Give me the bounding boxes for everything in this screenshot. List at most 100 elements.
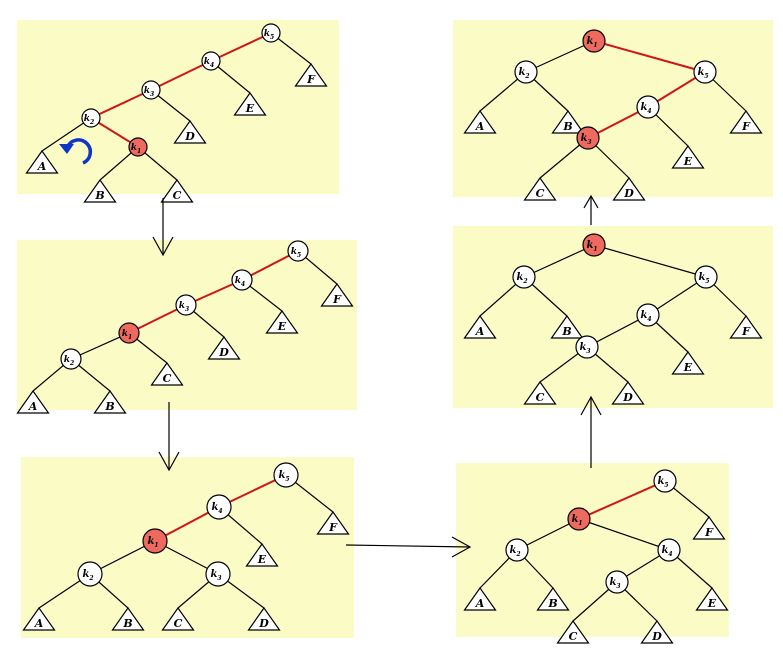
arrow-shaft	[345, 544, 471, 548]
subtree-triangle	[695, 586, 729, 611]
node-key-subscript: 3	[150, 91, 154, 98]
subtree-label: B	[547, 597, 557, 610]
highlighted-node	[118, 322, 140, 344]
subtree-triangle	[550, 314, 584, 339]
subtree-triangle	[729, 314, 763, 339]
node-k3: k3	[576, 126, 600, 150]
subtree-E: E	[695, 586, 729, 611]
tree-node	[261, 23, 281, 43]
subtree-F: F	[294, 62, 328, 87]
subtree-label: B	[562, 120, 572, 133]
subtree-B: B	[111, 606, 145, 631]
node-key-label: k5	[698, 272, 709, 285]
arrow-step1-to-step2	[152, 198, 174, 257]
subtree-label: D	[651, 630, 662, 643]
subtree-label: E	[257, 553, 267, 566]
arrow-head	[152, 236, 174, 257]
node-key-subscript: 4	[647, 108, 651, 115]
node-k4: k4	[231, 269, 253, 291]
panel-background	[456, 463, 729, 637]
node-key-subscript: 3	[616, 583, 620, 590]
arrow-step5-to-step6	[583, 194, 599, 225]
node-key-subscript: 3	[185, 306, 189, 313]
node-key-label: k4	[235, 276, 245, 288]
highlighted-edge	[210, 32, 272, 62]
node-k5: k5	[287, 240, 309, 262]
subtree-label: A	[475, 597, 485, 610]
node-key-label: k3	[179, 301, 189, 313]
subtree-D: D	[640, 619, 674, 644]
arrow-head	[158, 451, 180, 472]
subtree-E: E	[233, 91, 267, 116]
node-key-subscript: 4	[668, 551, 672, 558]
node-key-subscript: 5	[704, 73, 708, 80]
subtree-triangle	[25, 149, 59, 174]
node-k1: k1	[118, 322, 140, 344]
node-key-label: k1	[122, 329, 132, 341]
node-key-label: k2	[82, 569, 93, 582]
subtree-label: C	[163, 372, 172, 385]
highlighted-edge	[90, 89, 152, 119]
node-key-label: k5	[697, 67, 708, 80]
subtree-label: A	[475, 325, 485, 338]
subtree-label: B	[94, 189, 104, 202]
node-key-label: k4	[204, 57, 214, 69]
subtree-C: C	[523, 380, 557, 405]
node-key-label: k1	[147, 536, 158, 549]
node-k4: k4	[657, 538, 681, 562]
subtree-label: A	[28, 400, 38, 413]
node-key-subscript: 3	[587, 139, 591, 146]
subtree-triangle	[523, 176, 557, 201]
subtree-C: C	[523, 176, 557, 201]
highlighted-node	[567, 507, 591, 531]
node-key-label: k2	[64, 355, 74, 367]
node-key-label: k5	[264, 29, 274, 41]
node-key-label: k3	[579, 342, 590, 355]
subtree-triangle	[556, 619, 590, 644]
node-key-label: k2	[518, 67, 529, 80]
node-key-subscript: 2	[88, 575, 93, 582]
subtree-triangle	[247, 606, 281, 631]
subtree-triangle	[150, 361, 184, 386]
node-key-label: k3	[144, 86, 154, 98]
tree-node	[653, 469, 677, 493]
subtree-triangle	[83, 178, 117, 203]
subtree-E: E	[671, 350, 705, 375]
subtree-D: D	[611, 380, 645, 405]
node-key-label: k5	[278, 470, 289, 483]
subtree-label: E	[245, 102, 255, 115]
subtree-triangle	[111, 606, 145, 631]
subtree-label: D	[218, 346, 229, 359]
subtree-label: B	[122, 617, 132, 630]
subtree-E: E	[265, 309, 299, 334]
subtree-label: B	[104, 400, 114, 413]
node-k2: k2	[81, 108, 101, 128]
subtree-label: A	[37, 160, 47, 173]
subtree-E: E	[671, 144, 705, 169]
node-k3: k3	[605, 570, 629, 594]
tree-node	[636, 303, 660, 327]
node-k3: k3	[575, 335, 599, 359]
rotation-arc	[65, 138, 93, 165]
node-key-subscript: 2	[524, 73, 529, 80]
subtree-B: B	[550, 314, 584, 339]
node-key-subscript: 1	[593, 246, 597, 253]
node-key-subscript: 4	[210, 62, 214, 69]
subtree-label: E	[707, 597, 717, 610]
node-key-subscript: 5	[297, 252, 301, 259]
subtree-triangle	[640, 619, 674, 644]
tree-node	[636, 95, 660, 119]
tree-node	[175, 294, 197, 316]
node-k2: k2	[60, 348, 82, 370]
subtree-triangle	[463, 586, 497, 611]
subtree-label: C	[174, 617, 183, 630]
subtree-label: C	[536, 187, 545, 200]
tree-node	[575, 335, 599, 359]
tree-node	[287, 240, 309, 262]
arrow-step2-to-step3	[158, 402, 180, 472]
tree-node	[694, 265, 718, 289]
node-key-subscript: 1	[593, 42, 597, 49]
subtree-triangle	[692, 515, 726, 540]
